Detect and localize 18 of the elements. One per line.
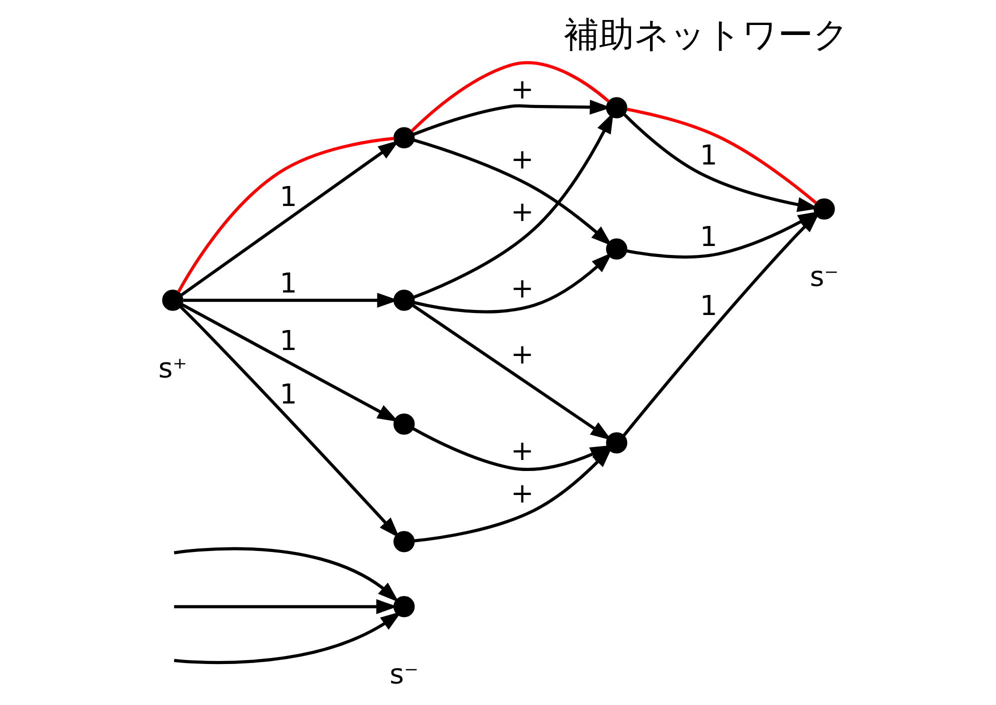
edge-label: +: [510, 272, 534, 304]
edge-label: 1: [699, 290, 717, 322]
node-label: s⁻: [809, 261, 838, 294]
edge-label: +: [510, 143, 534, 176]
edge-label: +: [510, 338, 534, 371]
edge-label: 1: [699, 221, 717, 254]
edge-label: 1: [279, 378, 297, 411]
edge-label: 1: [699, 140, 717, 172]
node-label: s⁺: [158, 352, 187, 384]
diagram-title: 補助ネットワーク: [564, 15, 849, 56]
edge-label: 1: [279, 324, 297, 357]
edge-label: 1: [279, 180, 297, 213]
node-label: s⁻: [389, 658, 418, 691]
edge-label: +: [510, 477, 534, 510]
edge-label: 1: [279, 267, 297, 300]
edge-label: +: [510, 434, 534, 467]
edge-label: +: [510, 73, 534, 106]
edge-label: +: [510, 196, 534, 228]
